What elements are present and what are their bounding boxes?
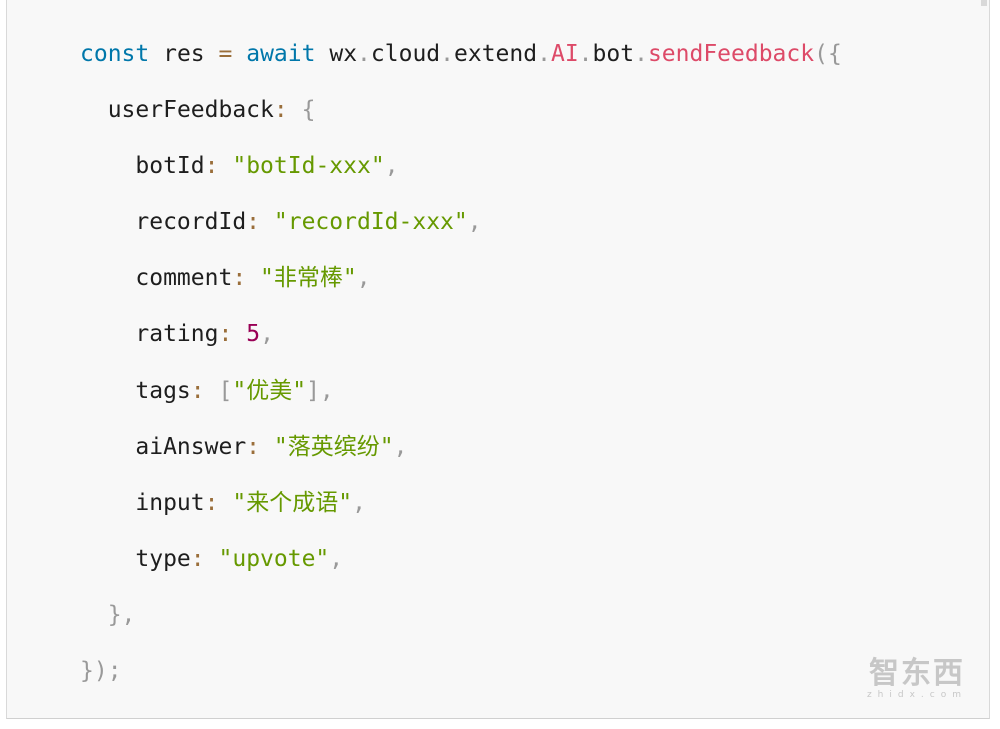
code-line-1: const res = await wx.cloud.extend.AI.bot… [80,26,842,82]
property-key: userFeedback [107,97,274,124]
code-line-10: type: "upvote", [80,531,842,587]
operator-equals: = [218,41,233,67]
colon: : [246,209,261,236]
dot: . [578,41,593,67]
string-value: "优美" [232,377,307,404]
colon: : [218,321,233,348]
code-block: const res = await wx.cloud.extend.AI.bot… [6,0,990,719]
comma: , [352,489,366,516]
code-line-7: tags: ["优美"], [80,363,842,419]
code-line-4: recordId: "recordId-xxx", [80,194,842,250]
property-key: botId [135,153,205,180]
object-bot: bot [592,41,635,67]
corner-marker [981,0,987,6]
colon: : [190,377,205,404]
comma: , [329,545,344,572]
comma: , [467,209,482,236]
object-ai: AI [550,41,579,67]
comma: , [393,433,408,460]
code-line-3: botId: "botId-xxx", [80,138,842,194]
code-line-8: aiAnswer: "落英缤纷", [80,419,842,475]
keyword-const: const [80,41,150,67]
colon: : [204,489,219,516]
string-value: "upvote" [218,545,330,572]
number-value: 5 [246,321,261,348]
open-paren-brace: ({ [814,41,842,67]
comma: , [260,321,274,348]
function-sendfeedback: sendFeedback [647,41,815,67]
close-call: }); [80,658,122,685]
watermark-text: 智东西 [868,656,965,691]
variable-res: res [163,41,205,67]
close-brace: }, [107,601,136,628]
comma: , [319,377,334,404]
colon: : [204,153,219,180]
watermark-logo: 智东西 zhidx.com [866,656,967,701]
colon: : [232,265,247,292]
colon: : [273,97,288,124]
close-bracket: ] [306,377,320,404]
string-value: "非常棒" [260,265,357,292]
open-brace: { [301,97,316,124]
code-line-2: userFeedback: { [80,82,842,138]
code-line-6: rating: 5, [80,306,842,362]
code-line-12: }); [80,643,842,699]
comma: , [356,265,371,292]
object-cloud: cloud [370,41,441,67]
property-key: rating [135,321,219,348]
comma: , [384,153,399,180]
property-key: recordId [135,209,247,236]
code-content[interactable]: const res = await wx.cloud.extend.AI.bot… [80,26,842,699]
code-line-11: }, [80,587,842,643]
string-value: "来个成语" [232,489,353,516]
code-line-5: comment: "非常棒", [80,250,842,306]
keyword-await: await [246,41,316,67]
colon: : [190,545,205,572]
colon: : [246,433,261,460]
property-key: input [135,489,205,516]
object-wx: wx [329,41,358,67]
property-key: comment [135,265,233,292]
watermark-url: zhidx.com [866,690,967,700]
dot: . [357,41,371,67]
dot: . [537,41,551,67]
object-extend: extend [454,41,538,67]
dot: . [634,41,648,67]
string-value: "recordId-xxx" [273,209,468,236]
code-line-9: input: "来个成语", [80,475,842,531]
property-key: type [135,545,191,572]
property-key: tags [135,377,191,404]
open-bracket: [ [218,377,233,404]
property-key: aiAnswer [135,433,247,460]
string-value: "落英缤纷" [273,433,394,460]
string-value: "botId-xxx" [232,153,385,180]
dot: . [440,41,455,67]
